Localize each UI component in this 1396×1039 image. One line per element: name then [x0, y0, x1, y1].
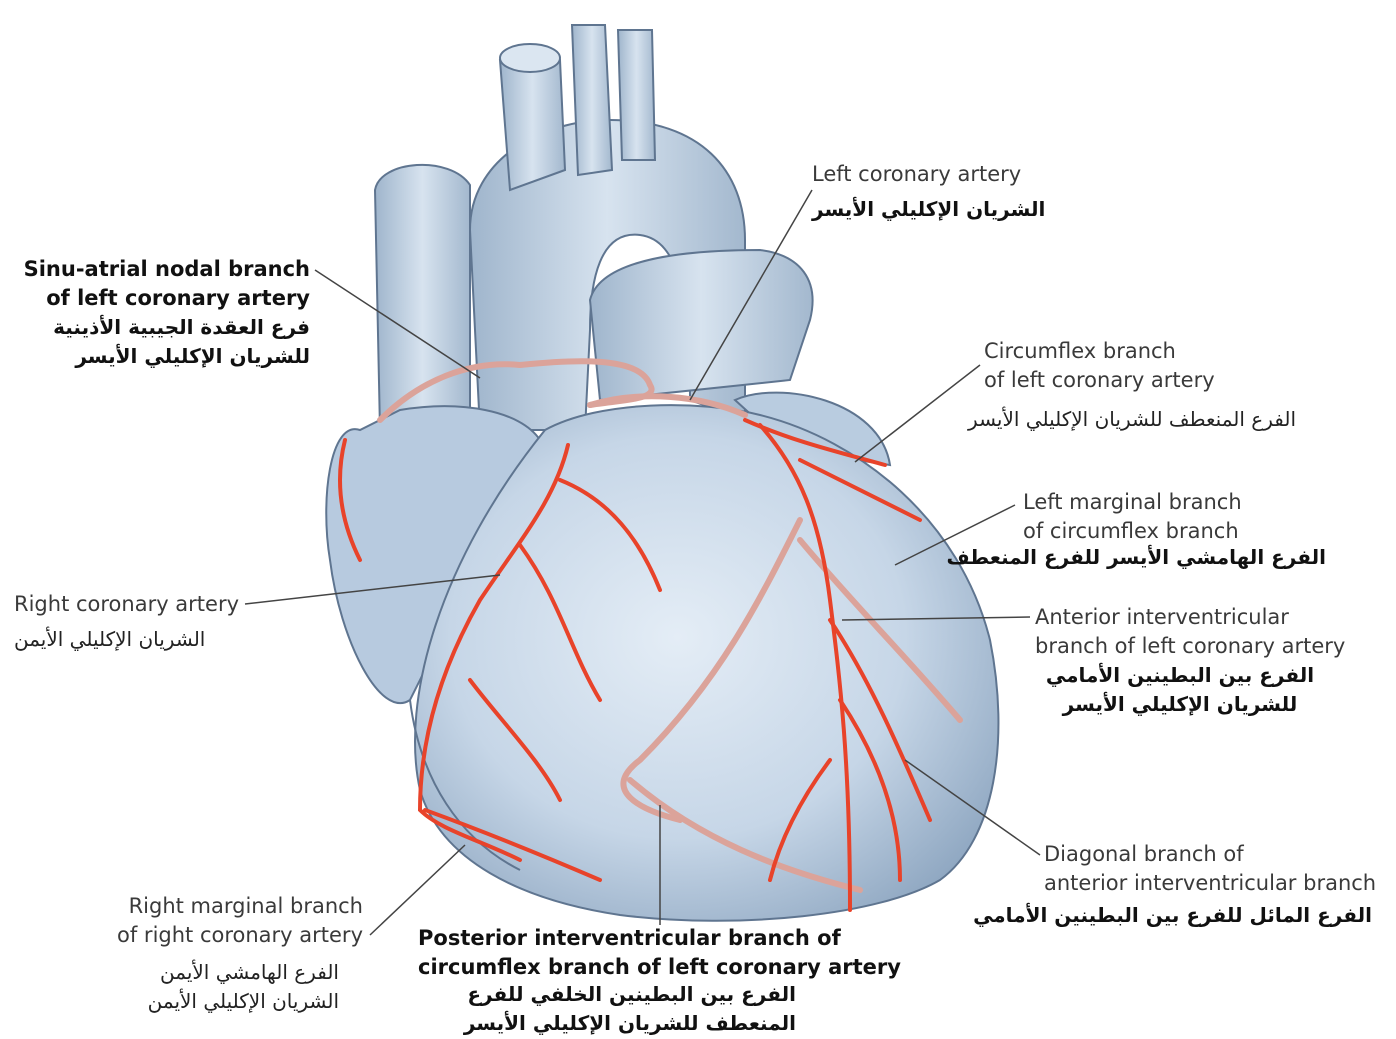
label-right-coronary-en: Right coronary artery: [14, 590, 239, 619]
label-right-coronary: Right coronary artery الشريان الإكليلي ا…: [14, 590, 239, 654]
label-circumflex: Circumflex branch of left coronary arter…: [984, 337, 1215, 395]
label-diagonal: Diagonal branch of anterior interventric…: [1044, 840, 1376, 898]
label-anterior-interventricular: Anterior interventricular branch of left…: [1035, 603, 1355, 719]
pulmonary-trunk: [590, 250, 813, 400]
label-left-marginal-ar: الفرع الهامشي الأيسر للفرع المنعطف: [946, 543, 1326, 572]
label-sinu-atrial-ar-2: للشريان الإكليلي الأيسر: [24, 342, 310, 371]
label-right-marginal: Right marginal branch of right coronary …: [117, 892, 363, 950]
label-sinu-atrial: Sinu-atrial nodal branch of left coronar…: [24, 255, 310, 371]
label-diagonal-en-1: Diagonal branch of: [1044, 840, 1376, 869]
label-circumflex-ar: الفرع المنعطف للشريان الإكليلي الأيسر: [968, 405, 1296, 434]
left-subclavian: [618, 30, 655, 160]
label-posterior-interventricular-ar-1: الفرع بين البطينين الخلفي للفرع: [464, 980, 796, 1009]
brachiocephalic-trunk: [500, 60, 565, 190]
label-sinu-atrial-ar-1: فرع العقدة الجيبية الأذينية: [24, 313, 310, 342]
label-anterior-interventricular-ar-2: للشريان الإكليلي الأيسر: [1035, 690, 1325, 719]
label-right-marginal-ar-2: الشريان الإكليلي الأيمن: [148, 987, 339, 1016]
label-right-marginal-en-1: Right marginal branch: [117, 892, 363, 921]
label-anterior-interventricular-ar-1: الفرع بين البطينين الأمامي: [1035, 661, 1325, 690]
label-left-coronary-ar: الشريان الإكليلي الأيسر: [812, 195, 1045, 224]
label-posterior-interventricular-en-1: Posterior interventricular branch of: [418, 924, 901, 953]
left-common-carotid: [572, 25, 612, 175]
label-left-marginal-en-2: of circumflex branch: [1023, 517, 1242, 546]
great-vessels: [375, 25, 813, 430]
label-right-marginal-ar: الفرع الهامشي الأيمن الشريان الإكليلي ال…: [148, 958, 339, 1016]
leader-right-marginal: [370, 845, 465, 935]
label-left-coronary: Left coronary artery الشريان الإكليلي ال…: [812, 160, 1045, 224]
leader-circumflex: [855, 365, 980, 462]
label-anterior-interventricular-en-1: Anterior interventricular: [1035, 603, 1355, 632]
label-posterior-interventricular-en-2: circumflex branch of left coronary arter…: [418, 953, 901, 982]
label-left-coronary-en: Left coronary artery: [812, 160, 1045, 189]
label-posterior-interventricular: Posterior interventricular branch of cir…: [418, 924, 901, 982]
label-circumflex-en-1: Circumflex branch: [984, 337, 1215, 366]
label-anterior-interventricular-en-2: branch of left coronary artery: [1035, 632, 1355, 661]
brachiocephalic-opening: [500, 44, 560, 72]
label-left-marginal: Left marginal branch of circumflex branc…: [1023, 488, 1242, 546]
label-sinu-atrial-en-1: Sinu-atrial nodal branch: [24, 255, 310, 284]
label-posterior-interventricular-ar: الفرع بين البطينين الخلفي للفرع المنعطف …: [464, 980, 796, 1038]
label-right-marginal-en-2: of right coronary artery: [117, 921, 363, 950]
label-right-coronary-ar: الشريان الإكليلي الأيمن: [14, 625, 239, 654]
label-diagonal-ar: الفرع المائل للفرع بين البطينين الأمامي: [973, 901, 1372, 930]
label-diagonal-en-2: anterior interventricular branch: [1044, 869, 1376, 898]
label-left-marginal-en-1: Left marginal branch: [1023, 488, 1242, 517]
label-right-marginal-ar-1: الفرع الهامشي الأيمن: [148, 958, 339, 987]
label-posterior-interventricular-ar-2: المنعطف للشريان الإكليلي الأيسر: [464, 1009, 796, 1038]
label-sinu-atrial-en-2: of left coronary artery: [24, 284, 310, 313]
label-circumflex-en-2: of left coronary artery: [984, 366, 1215, 395]
